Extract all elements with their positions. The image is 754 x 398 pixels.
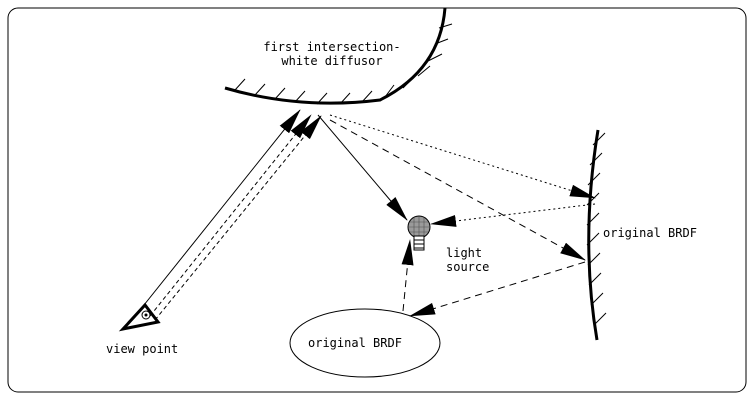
original-brdf-right-label: original BRDF (603, 226, 697, 240)
original-brdf-ellipse (289, 308, 441, 378)
white-diffusor-surface (224, 7, 453, 105)
original-brdf-surface (586, 129, 607, 341)
diagram-frame (7, 7, 747, 393)
ray-dotted-to-brdf (329, 114, 596, 199)
first-intersection-line2: white diffusor (281, 54, 383, 68)
original-brdf-ellipse-label: original BRDF (308, 336, 402, 350)
light-bulb-icon (407, 215, 431, 251)
view-rays (139, 109, 322, 321)
view-point-label: view point (106, 342, 179, 356)
ray-dashed-to-brdf (329, 119, 586, 261)
ray-to-light (317, 114, 408, 221)
ray-dashed-brdf-to-ellipse (409, 261, 586, 317)
light-source-line1: light (446, 246, 483, 260)
first-intersection-line1: first intersection- (263, 40, 401, 54)
ray-dashed-ellipse-to-light (401, 239, 414, 312)
ray-surface-to-eye-2 (154, 115, 322, 321)
first-intersection-label: first intersection- white diffusor (232, 40, 432, 68)
light-source-line2: source (446, 260, 490, 274)
ray-surface-to-eye-1 (149, 114, 312, 317)
light-source-label: light source (446, 246, 489, 274)
ray-eye-to-surface (139, 109, 301, 311)
